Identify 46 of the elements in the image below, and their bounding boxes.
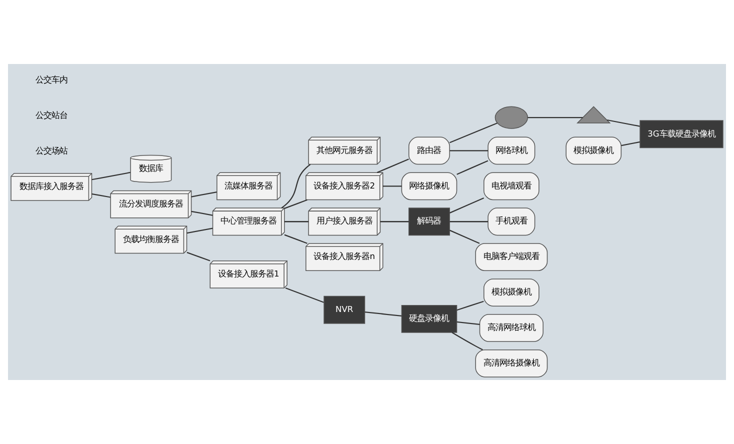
label: 公交车内 (35, 74, 68, 85)
node-box: 电视墙观看 (484, 172, 540, 200)
node-box: 高清网络摄像机 (475, 349, 548, 378)
connector (452, 332, 483, 350)
connector (607, 119, 640, 127)
connector (191, 191, 217, 198)
node-box: 模拟摄像机 (484, 278, 540, 306)
connector (364, 311, 402, 317)
node-box: 网络摄像机 (401, 172, 458, 200)
node-box: 模拟摄像机 (566, 136, 622, 165)
connector (191, 210, 213, 216)
node-tower (576, 106, 611, 124)
connector (284, 199, 308, 209)
node-box: 解码器 (408, 208, 450, 236)
connector (450, 122, 498, 144)
node-box: 高清网络球机 (479, 314, 544, 342)
node-box: 3G车载硬盘录像机 (640, 120, 724, 148)
node-cloud (494, 106, 528, 129)
connector (92, 193, 111, 198)
connector (380, 221, 409, 222)
node-box: 硬盘录像机 (401, 304, 458, 333)
node-box: 电脑客户端观看 (475, 243, 548, 272)
node-box: 路由器 (408, 136, 450, 165)
label: 公交站台 (35, 110, 68, 120)
connector (281, 164, 311, 208)
connector (376, 158, 409, 174)
connector (186, 228, 213, 234)
connector (621, 141, 640, 146)
connector (284, 234, 308, 244)
label: 公交场站 (35, 146, 68, 156)
node-box: 网络球机 (488, 136, 536, 165)
connector (450, 230, 480, 244)
connector (450, 197, 484, 214)
connector (284, 221, 308, 222)
connector (456, 160, 488, 175)
connector (528, 116, 583, 118)
node-box: 手机观看 (488, 208, 536, 236)
connector (450, 221, 488, 222)
node-box: NVR (324, 296, 366, 324)
connector (382, 186, 402, 187)
connector (450, 150, 488, 152)
connector (285, 288, 324, 303)
connector (92, 172, 130, 180)
connector (456, 300, 484, 311)
connector (186, 252, 210, 262)
connector (456, 321, 480, 326)
